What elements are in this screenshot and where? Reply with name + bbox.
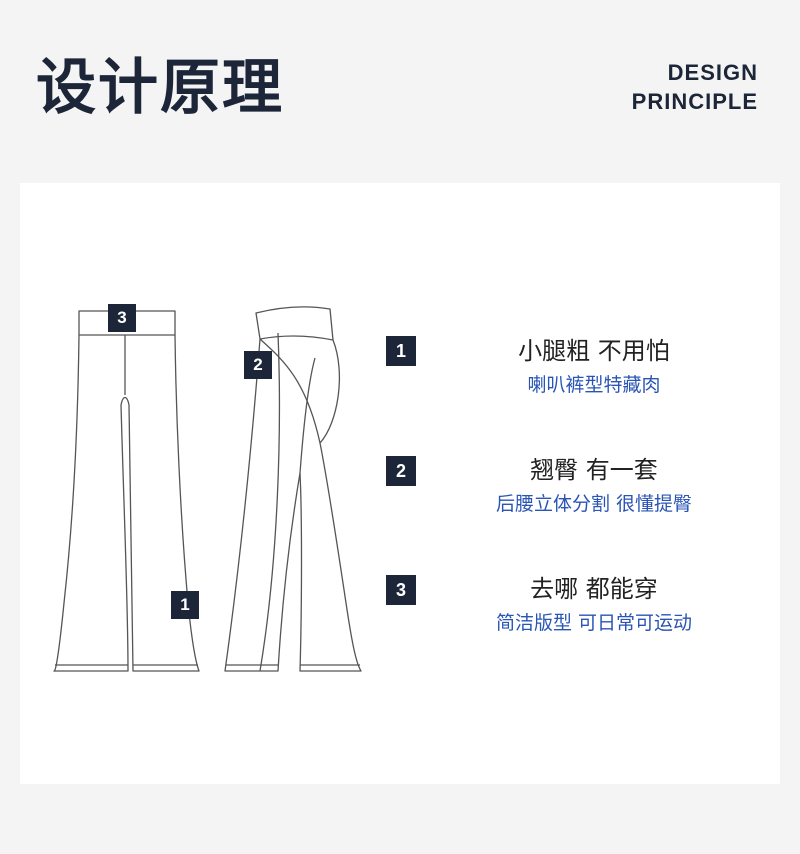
- feature-2-subtitle: 后腰立体分割 很懂提臀: [495, 493, 693, 515]
- front-crotch: [120, 396, 130, 406]
- front-right-leg: [128, 334, 200, 672]
- side-back-outline: [299, 339, 362, 672]
- feature-3-title: 去哪 都能穿: [530, 575, 658, 603]
- design-card: 3 2 1 1 小腿粗 不用怕 喇叭裤型特藏肉 2 翘臀 有一套 后腰立体分割 …: [20, 183, 780, 784]
- front-waist-badge: 3: [108, 304, 136, 332]
- front-left-leg: [53, 334, 129, 672]
- subtitle-line-1: DESIGN: [667, 60, 758, 85]
- feature-3-badge: 3: [386, 575, 416, 605]
- page-subtitle-en: DESIGN PRINCIPLE: [632, 58, 758, 116]
- side-front-outline: [224, 338, 316, 672]
- feature-3-subtitle: 简洁版型 可日常可运动: [495, 612, 693, 634]
- side-waistband: [255, 306, 334, 341]
- side-seam: [259, 332, 281, 672]
- feature-1-subtitle: 喇叭裤型特藏肉: [527, 374, 661, 396]
- feature-2-title: 翘臀 有一套: [530, 456, 658, 484]
- feature-1-title: 小腿粗 不用怕: [518, 337, 670, 365]
- pants-illustration: [53, 306, 362, 672]
- page-title: 设计原理: [36, 53, 284, 123]
- feature-2-badge: 2: [386, 456, 416, 486]
- leg-badge: 1: [171, 591, 199, 619]
- feature-1-badge: 1: [386, 336, 416, 366]
- side-hip-panel: [259, 338, 321, 444]
- side-hip-badge: 2: [244, 351, 272, 379]
- subtitle-line-2: PRINCIPLE: [631, 89, 758, 114]
